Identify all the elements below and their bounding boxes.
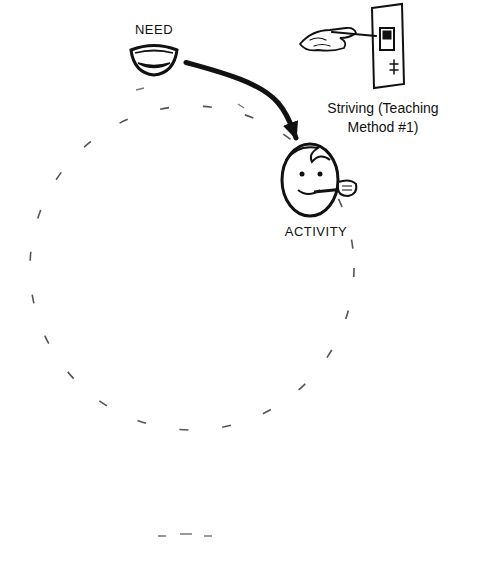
- edge-label: Striving (Teaching Method #1): [306, 98, 460, 138]
- switch-illustration: [300, 4, 404, 88]
- striving-arrow: [186, 62, 296, 138]
- face-icon: [268, 138, 364, 222]
- node-label: ACTIVITY: [266, 222, 366, 241]
- node-label: NEED: [122, 20, 186, 39]
- activity-node: ACTIVITY: [266, 138, 366, 241]
- mouth-icon: [126, 39, 182, 79]
- cycle-circle: [30, 106, 354, 430]
- faint-marks: [136, 88, 244, 536]
- need-node: NEED: [122, 20, 186, 79]
